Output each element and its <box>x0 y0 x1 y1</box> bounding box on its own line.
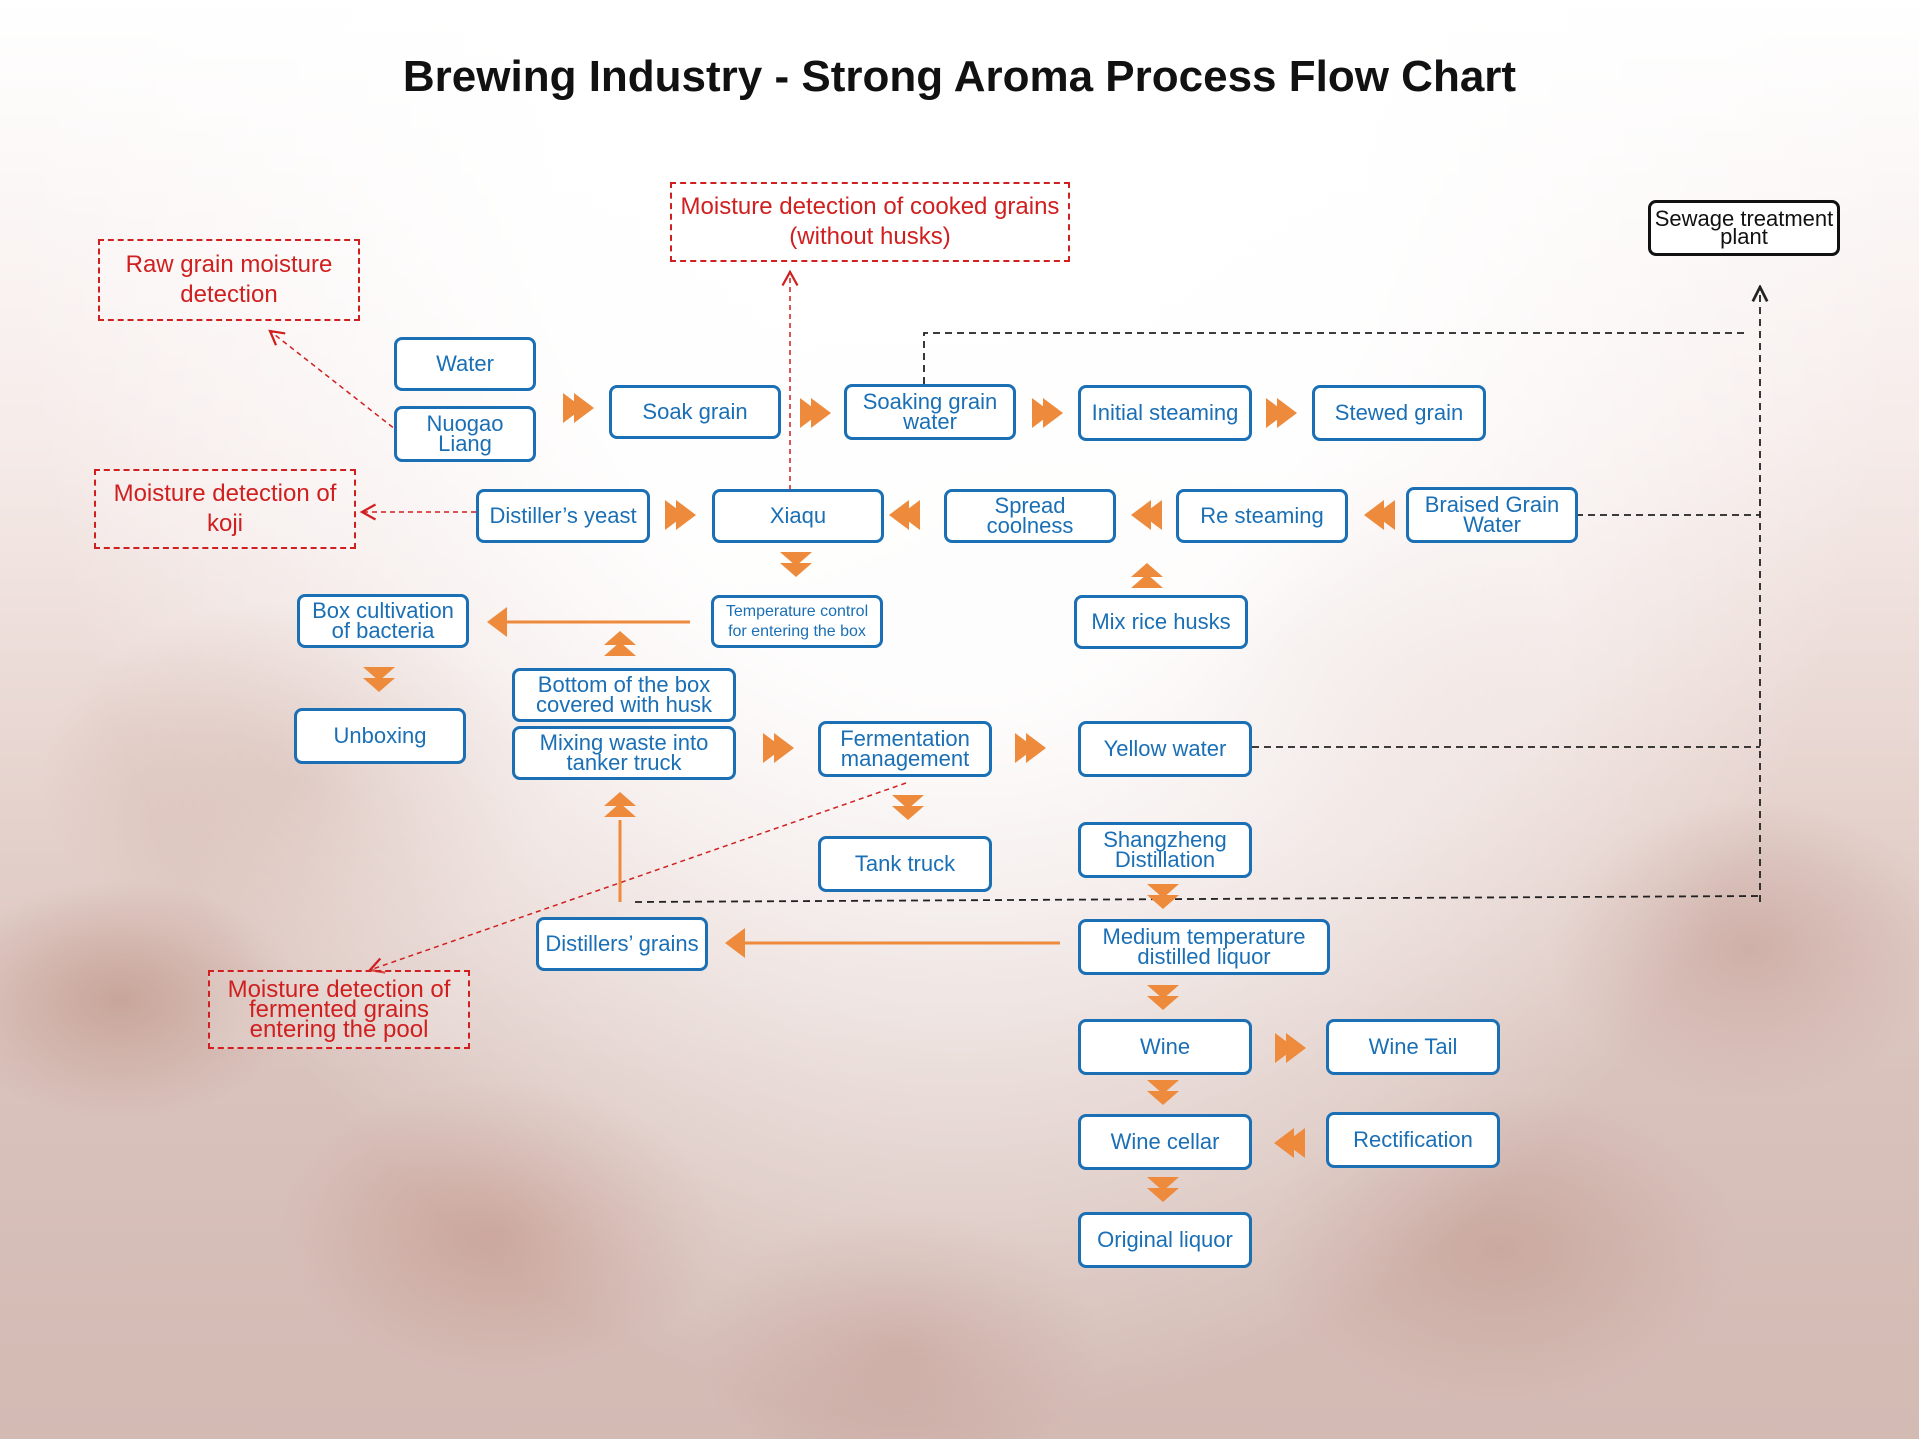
sewage-treatment-plant: Sewage treatment plant <box>1648 200 1840 256</box>
arrow-up-icon <box>1131 563 1163 588</box>
node-yellow-water: Yellow water <box>1078 721 1252 777</box>
node-braised-grain-water: Braised Grain Water <box>1406 487 1578 543</box>
orange-lines <box>505 620 1060 945</box>
arrow-down-icon <box>780 552 812 577</box>
node-unboxing: Unboxing <box>294 708 466 764</box>
fermented-grains-detection: Moisture detection of fermented grains e… <box>208 970 470 1049</box>
node-soak-grain: Soak grain <box>609 385 781 439</box>
koji-detection: Moisture detection of koji <box>94 469 356 549</box>
arrow-left-icon <box>1131 500 1162 530</box>
dashed-line-soaking-water <box>923 332 1745 384</box>
arrow-left-icon <box>889 500 920 530</box>
arrow-right-icon <box>1266 398 1297 428</box>
cooked-grains-detection: Moisture detection of cooked grains (wit… <box>670 182 1070 262</box>
node-xiaqu: Xiaqu <box>712 489 884 543</box>
dashed-line-bottom <box>634 895 1761 903</box>
node-medium-temperature-liquor: Medium temperature distilled liquor <box>1078 919 1330 975</box>
arrow-right-icon <box>763 733 794 763</box>
arrow-right-icon <box>1275 1033 1306 1063</box>
detection-lines <box>268 269 907 974</box>
node-rectification: Rectification <box>1326 1112 1500 1168</box>
arrow-down-icon <box>1147 1080 1179 1105</box>
arrow-left-icon <box>1274 1128 1305 1158</box>
arrow-down-icon <box>892 795 924 820</box>
node-re-steaming: Re steaming <box>1176 489 1348 543</box>
node-shangzheng-distillation: Shangzheng Distillation <box>1078 822 1252 878</box>
node-distillers-grains: Distillers’ grains <box>536 917 708 971</box>
node-mixing-waste: Mixing waste into tanker truck <box>512 726 736 780</box>
node-wine: Wine <box>1078 1019 1252 1075</box>
diagram-title: Brewing Industry - Strong Aroma Process … <box>402 52 1517 101</box>
node-initial-steaming: Initial steaming <box>1078 385 1252 441</box>
arrow-right-icon <box>1015 733 1046 763</box>
arrow-right-icon <box>800 398 831 428</box>
node-mix-rice-husks: Mix rice husks <box>1074 595 1248 649</box>
node-water: Water <box>394 337 536 391</box>
arrow-up-icon <box>604 631 636 656</box>
arrow-right-icon <box>665 500 696 530</box>
node-distillers-yeast: Distiller’s yeast <box>476 489 650 543</box>
node-wine-tail: Wine Tail <box>1326 1019 1500 1075</box>
node-temperature-control: Temperature control for entering the box <box>711 595 883 648</box>
node-tank-truck: Tank truck <box>818 836 992 892</box>
node-spread-coolness: Spread coolness <box>944 489 1116 543</box>
node-nuogao-liang: Nuogao Liang <box>394 406 536 462</box>
arrow-down-icon <box>1147 884 1179 909</box>
node-fermentation-management: Fermentation management <box>818 721 992 777</box>
arrow-down-icon <box>1147 1177 1179 1202</box>
raw-grain-detection: Raw grain moisture detection <box>98 239 360 321</box>
sewage-dashed-lines <box>634 287 1761 903</box>
node-stewed-grain: Stewed grain <box>1312 385 1486 441</box>
orange-chevron-arrows <box>363 393 1395 1202</box>
node-bottom-box-husk: Bottom of the box covered with husk <box>512 668 736 722</box>
detection-line-fermented <box>367 782 907 974</box>
arrow-left-icon <box>1364 500 1395 530</box>
detection-line-raw-grain <box>268 329 401 434</box>
node-soaking-grain-water: Soaking grain water <box>844 384 1016 440</box>
arrow-down-icon <box>363 667 395 692</box>
arrow-down-icon <box>1147 985 1179 1010</box>
arrow-left-icon <box>725 928 745 958</box>
arrow-right-icon <box>1032 398 1063 428</box>
arrow-right-icon <box>563 393 594 423</box>
arrow-left-icon <box>487 607 507 637</box>
node-box-cultivation: Box cultivation of bacteria <box>297 594 469 648</box>
node-wine-cellar: Wine cellar <box>1078 1114 1252 1170</box>
arrow-up-icon <box>604 792 636 817</box>
node-original-liquor: Original liquor <box>1078 1212 1252 1268</box>
